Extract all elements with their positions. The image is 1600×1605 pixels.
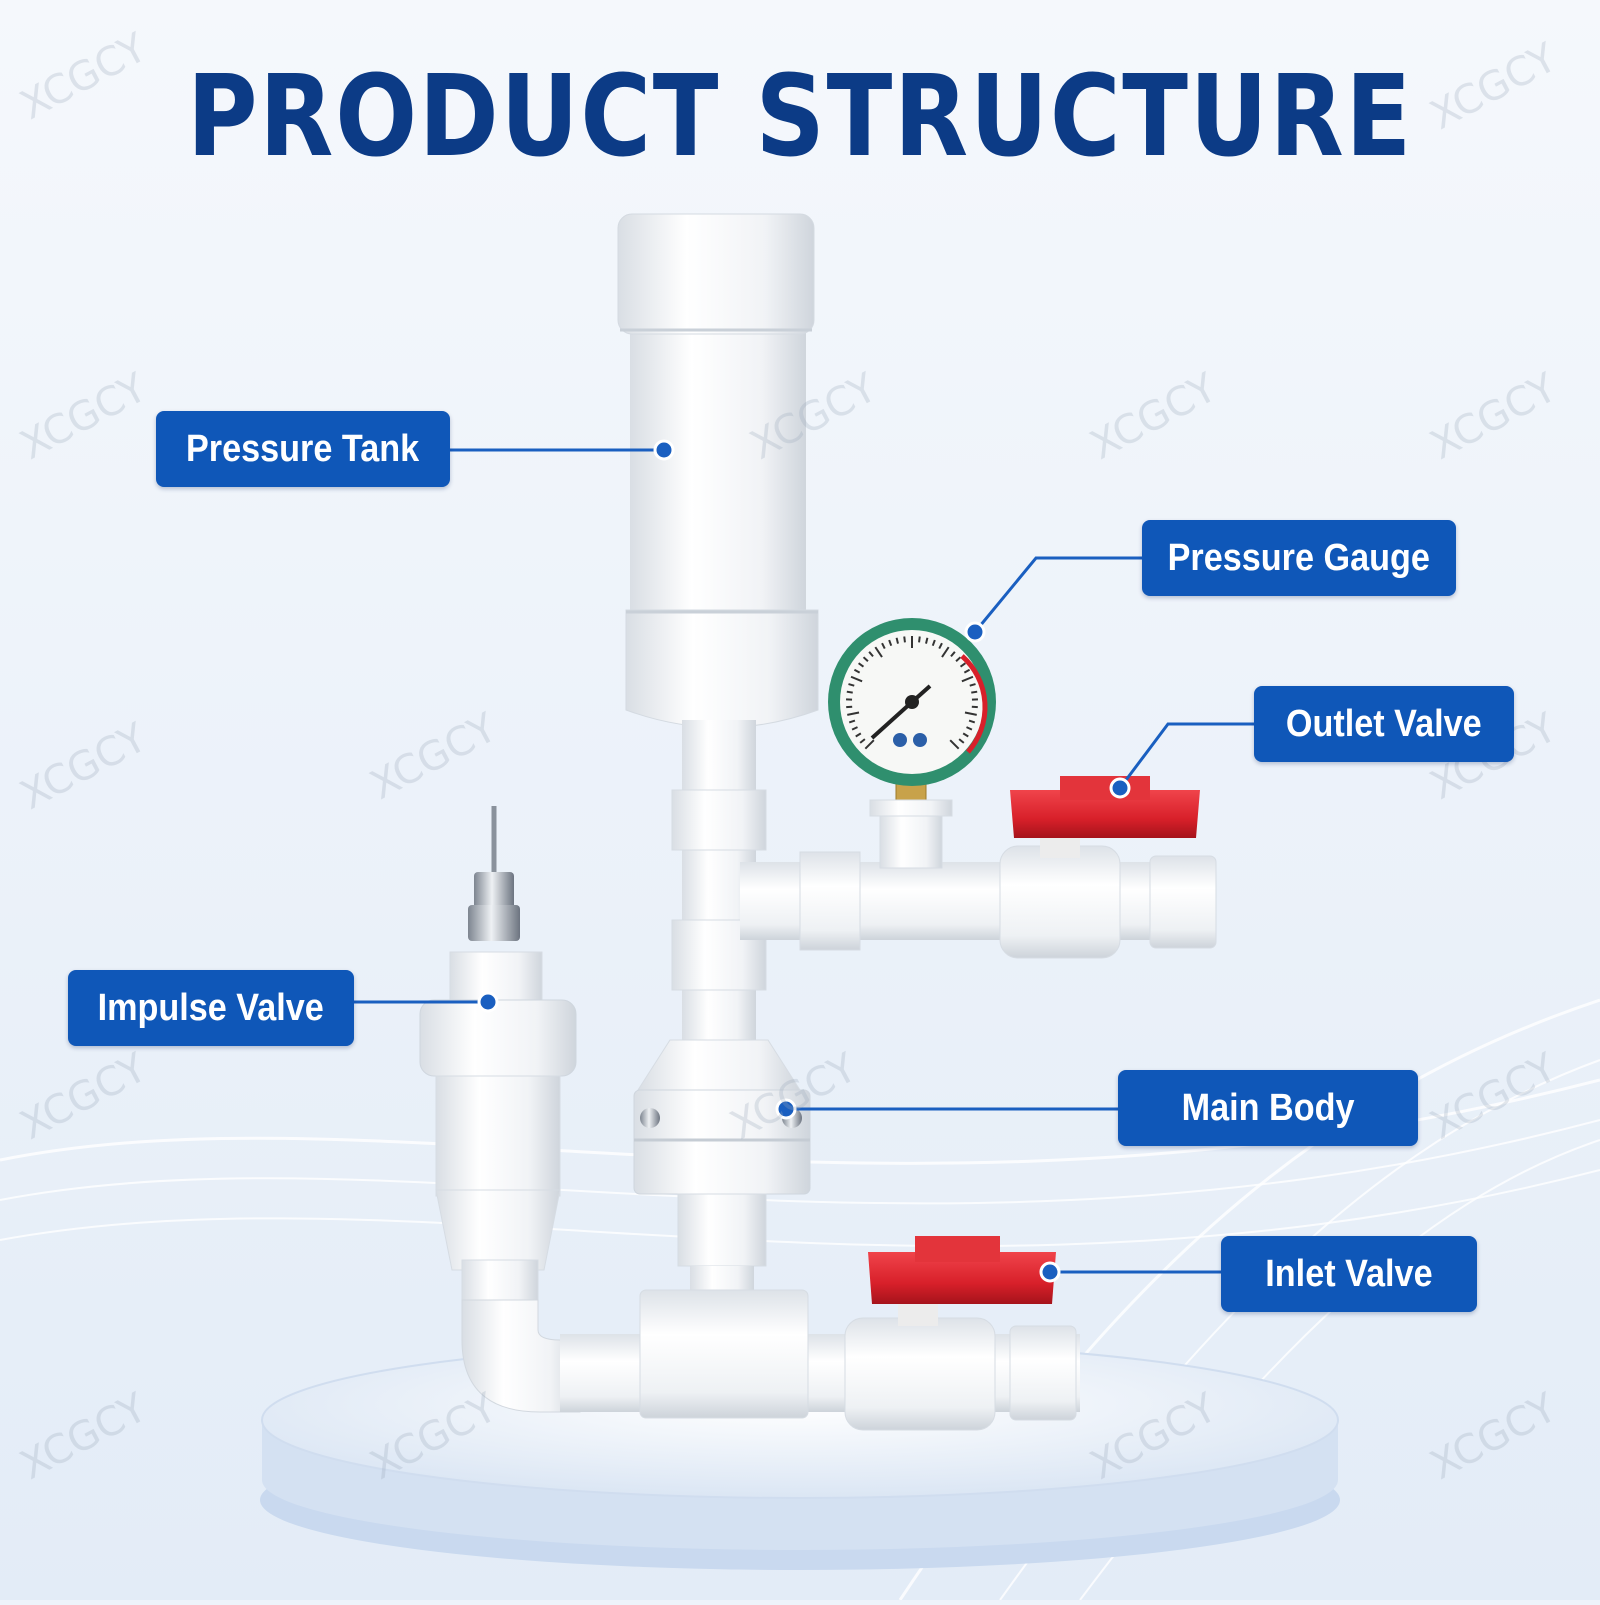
label-inlet-valve: Inlet Valve [1221,1236,1477,1312]
gauge-tick [904,636,905,642]
pressure-tank-part [618,214,818,728]
label-text: Impulse Valve [98,970,324,1046]
pressure-gauge-part [828,618,996,786]
label-text: Pressure Tank [186,411,419,487]
page-title: PRODUCT STRUCTURE [112,52,1488,182]
label-text: Outlet Valve [1286,686,1482,762]
label-outlet-valve: Outlet Valve [1254,686,1514,762]
gauge-tick [926,638,927,644]
label-pressure-gauge: Pressure Gauge [1142,520,1456,596]
label-impulse-valve: Impulse Valve [68,970,354,1046]
gauge-tick [897,638,898,644]
label-pressure-tank: Pressure Tank [156,411,450,487]
gauge-tick [919,636,920,642]
label-main-body: Main Body [1118,1070,1418,1146]
label-text: Main Body [1182,1070,1355,1146]
gauge-tick [847,692,853,693]
gauge-tick [971,692,977,693]
label-text: Pressure Gauge [1168,520,1430,596]
label-text: Inlet Valve [1265,1236,1432,1312]
